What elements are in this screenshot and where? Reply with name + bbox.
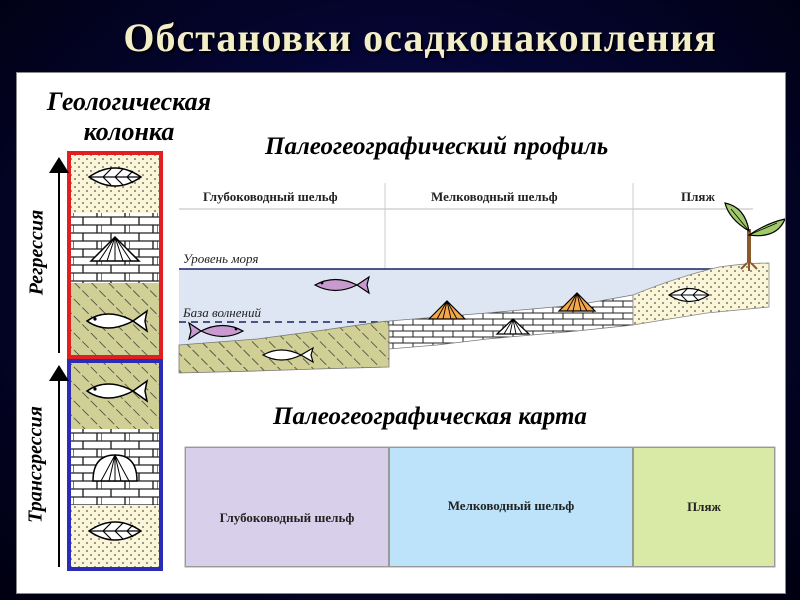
map-zone-label: Глубоководный шельф [219,510,355,525]
plant-icon [724,202,785,271]
slide-title: Обстановки осадконакопления [123,15,717,60]
fish-icon [313,275,370,295]
shell-icon [557,292,597,312]
shell-fossil-icon [89,235,141,262]
transgression-label: Трансгрессия [24,406,47,523]
shell-fossil-icon [495,318,531,335]
diagram-graphics [49,151,785,571]
fish-icon [188,321,245,341]
shell-fossil-icon [92,454,138,482]
profile-title: Палеогеографический профиль [265,133,609,160]
leaf-fossil-icon [667,287,711,303]
diagram-panel: Геологическая колонка Регрессия Трансгре… [16,72,786,594]
sea-level-label: Уровень моря [183,251,259,266]
leaf-fossil-icon [87,167,143,187]
map-title: Палеогеографическая карта [273,403,587,430]
shell-icon [427,300,467,320]
wave-base-label: База волнений [183,305,261,320]
transgression-frame [67,359,163,571]
map-zone-deep-shelf: Глубоководный шельф [185,447,389,567]
fish-fossil-icon [85,309,149,333]
map-zone-label: Мелководный шельф [447,498,575,513]
column-heading: Геологическая колонка [46,87,212,146]
leaf-fossil-icon [87,521,143,541]
fish-fossil-icon [85,379,149,403]
map-zone-beach: Пляж [633,447,775,567]
regression-label: Регрессия [25,209,48,296]
map-zone-label: Пляж [687,499,721,514]
profile-zone-beach: Пляж [681,189,715,204]
profile-zone-shallow-shelf: Мелководный шельф [431,189,558,204]
fish-fossil-icon [261,346,314,364]
regression-frame [67,151,163,359]
paleogeographic-profile [178,183,785,374]
geologic-column [49,151,163,571]
profile-zone-deep-shelf: Глубоководный шельф [203,189,338,204]
map-zone-shallow-shelf: Мелководный шельф [389,447,633,567]
